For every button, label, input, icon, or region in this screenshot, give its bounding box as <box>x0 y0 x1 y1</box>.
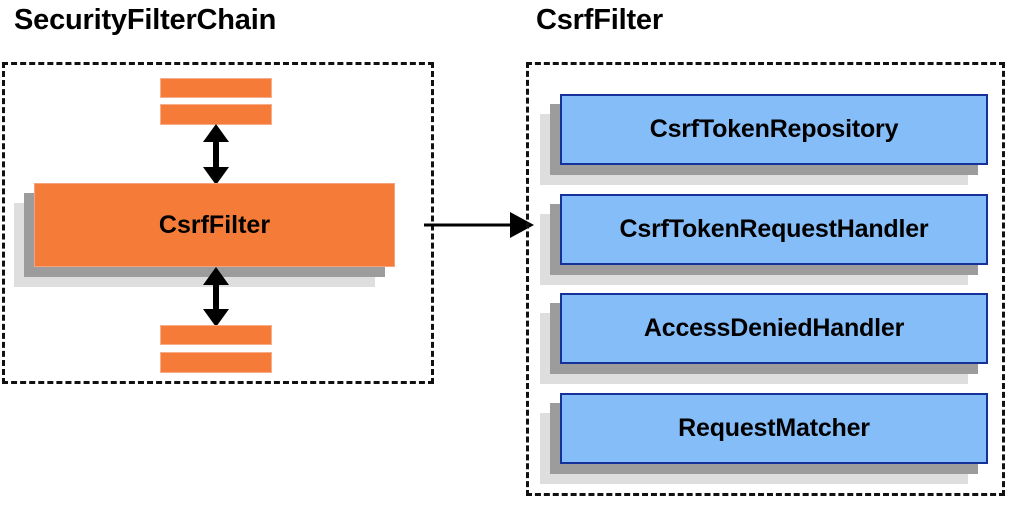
node-label-csrf-filter: CsrfFilter <box>34 183 395 267</box>
node-label-csrf-token-repository: CsrfTokenRepository <box>560 94 988 165</box>
panel-title-csrf-filter: CsrfFilter <box>536 4 663 36</box>
panel-title-security-filter-chain: SecurityFilterChain <box>14 4 277 36</box>
arrow-stem <box>424 223 512 227</box>
arrow-stem <box>213 281 219 313</box>
panel-security-filter-chain <box>2 62 434 384</box>
node-label-request-matcher: RequestMatcher <box>560 393 988 464</box>
filter-bar-bottom-2 <box>160 352 272 373</box>
node-label-csrf-token-request-handler: CsrfTokenRequestHandler <box>560 194 988 265</box>
filter-bar-top-2 <box>160 104 272 125</box>
arrow-stem <box>213 138 219 171</box>
filter-bar-top-1 <box>160 78 272 98</box>
arrowhead-up-icon <box>203 267 229 285</box>
arrowhead-down-icon <box>203 167 229 185</box>
panel-csrf-filter <box>526 62 1005 496</box>
arrowhead-right-icon <box>510 212 534 238</box>
arrowhead-up-icon <box>203 124 229 142</box>
node-csrf-token-request-handler[interactable]: CsrfTokenRequestHandler <box>540 194 988 285</box>
node-csrf-token-repository[interactable]: CsrfTokenRepository <box>540 94 988 185</box>
connector-arrow-up-down-bottom <box>202 267 230 327</box>
node-access-denied-handler[interactable]: AccessDeniedHandler <box>540 293 988 384</box>
filter-bar-bottom-1 <box>160 325 272 345</box>
connector-arrow-right-to-csrf-filter <box>424 211 534 239</box>
node-request-matcher[interactable]: RequestMatcher <box>540 393 988 484</box>
connector-arrow-up-down-top <box>202 124 230 185</box>
node-label-access-denied-handler: AccessDeniedHandler <box>560 293 988 364</box>
node-csrf-filter[interactable]: CsrfFilter <box>14 183 395 287</box>
arrowhead-down-icon <box>203 309 229 327</box>
